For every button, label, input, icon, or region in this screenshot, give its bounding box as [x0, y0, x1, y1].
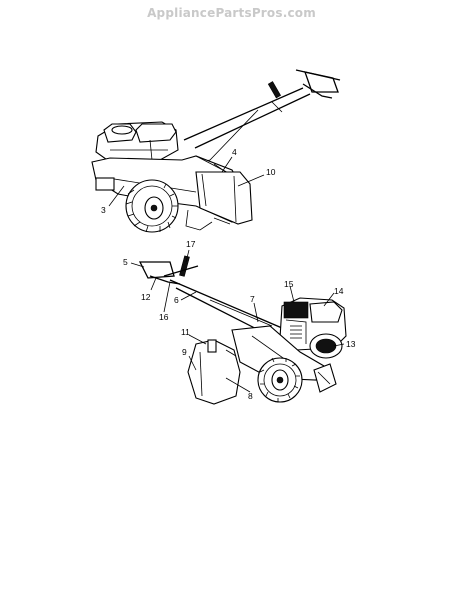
leaders-top: [108, 156, 265, 207]
callout-4: 4: [232, 147, 237, 157]
tiller-bottom-illustration: [138, 255, 347, 405]
callout-6: 6: [174, 295, 179, 305]
callout-3: 3: [101, 205, 106, 215]
callout-8: 8: [248, 391, 253, 401]
callout-9: 9: [182, 347, 187, 357]
callout-7: 7: [250, 294, 255, 304]
callout-17: 17: [186, 239, 196, 249]
callout-11: 11: [181, 327, 190, 337]
callout-15: 15: [284, 279, 294, 289]
callout-5: 5: [123, 257, 128, 267]
watermark: AppliancePartsPros.com: [147, 6, 316, 20]
callout-10: 10: [266, 167, 276, 177]
leaders-bottom: [130, 249, 345, 393]
tiller-top-illustration: [91, 69, 341, 233]
callout-16: 16: [159, 312, 169, 322]
callout-12: 12: [141, 292, 151, 302]
callout-14: 14: [334, 286, 344, 296]
callout-13: 13: [346, 339, 356, 349]
